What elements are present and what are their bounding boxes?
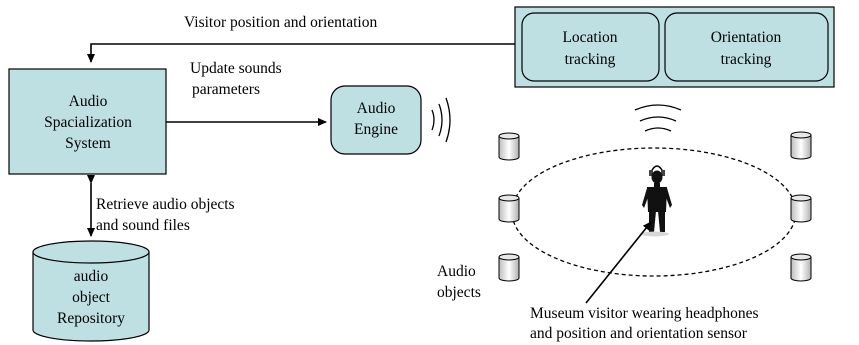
spacialization-label-1: Audio — [69, 93, 108, 110]
repository-label-3: Repository — [57, 310, 125, 327]
orientation-tracking-label-1: Orientation — [711, 29, 782, 46]
audio-spacialization-system-box — [8, 68, 167, 175]
audio-object-speaker — [790, 194, 812, 223]
visitor-caption-label-2: and position and orientation sensor — [530, 325, 748, 342]
update-sounds-label-2: parameters — [192, 81, 260, 98]
visitor-caption-label-1: Museum visitor wearing headphones — [530, 305, 759, 322]
audio-object-speaker — [790, 131, 812, 160]
visitor-caption-arrow — [585, 221, 652, 304]
audio-object-speaker — [498, 194, 520, 223]
visitor-position-label: Visitor position and orientation — [184, 14, 377, 31]
update-sounds-label-1: Update sounds — [190, 60, 282, 77]
audio-objects-label-2: objects — [437, 284, 481, 301]
audio-object-repository — [32, 240, 150, 342]
orientation-tracking-box — [664, 12, 829, 82]
location-tracking-box — [521, 12, 660, 82]
audio-engine-label-2: Engine — [354, 121, 398, 138]
visitor-position-arrow — [87, 43, 515, 63]
location-tracking-label-2: tracking — [565, 51, 616, 68]
wireless-signal-icon — [634, 104, 682, 132]
tracking-group: Location tracking Orientation tracking — [514, 6, 835, 88]
location-tracking-label-1: Location — [562, 29, 617, 46]
spacialization-label-3: System — [65, 135, 111, 152]
orientation-tracking-label-2: tracking — [721, 51, 772, 68]
audio-object-speaker — [498, 253, 520, 282]
audio-object-speaker — [498, 132, 520, 161]
audio-object-speaker — [790, 253, 812, 282]
museum-visitor-figure — [641, 165, 672, 237]
retrieve-label-2: and sound files — [96, 217, 190, 234]
audio-engine-label-1: Audio — [357, 100, 396, 117]
audio-engine-box — [330, 85, 422, 155]
repository-label-2: object — [72, 289, 111, 306]
retrieve-label-1: Retrieve audio objects — [96, 196, 235, 213]
audio-objects-label-1: Audio — [437, 263, 476, 280]
repository-label-1: audio — [74, 268, 109, 285]
spacialization-label-2: Spacialization — [44, 114, 132, 131]
sound-waves-icon — [431, 97, 451, 143]
